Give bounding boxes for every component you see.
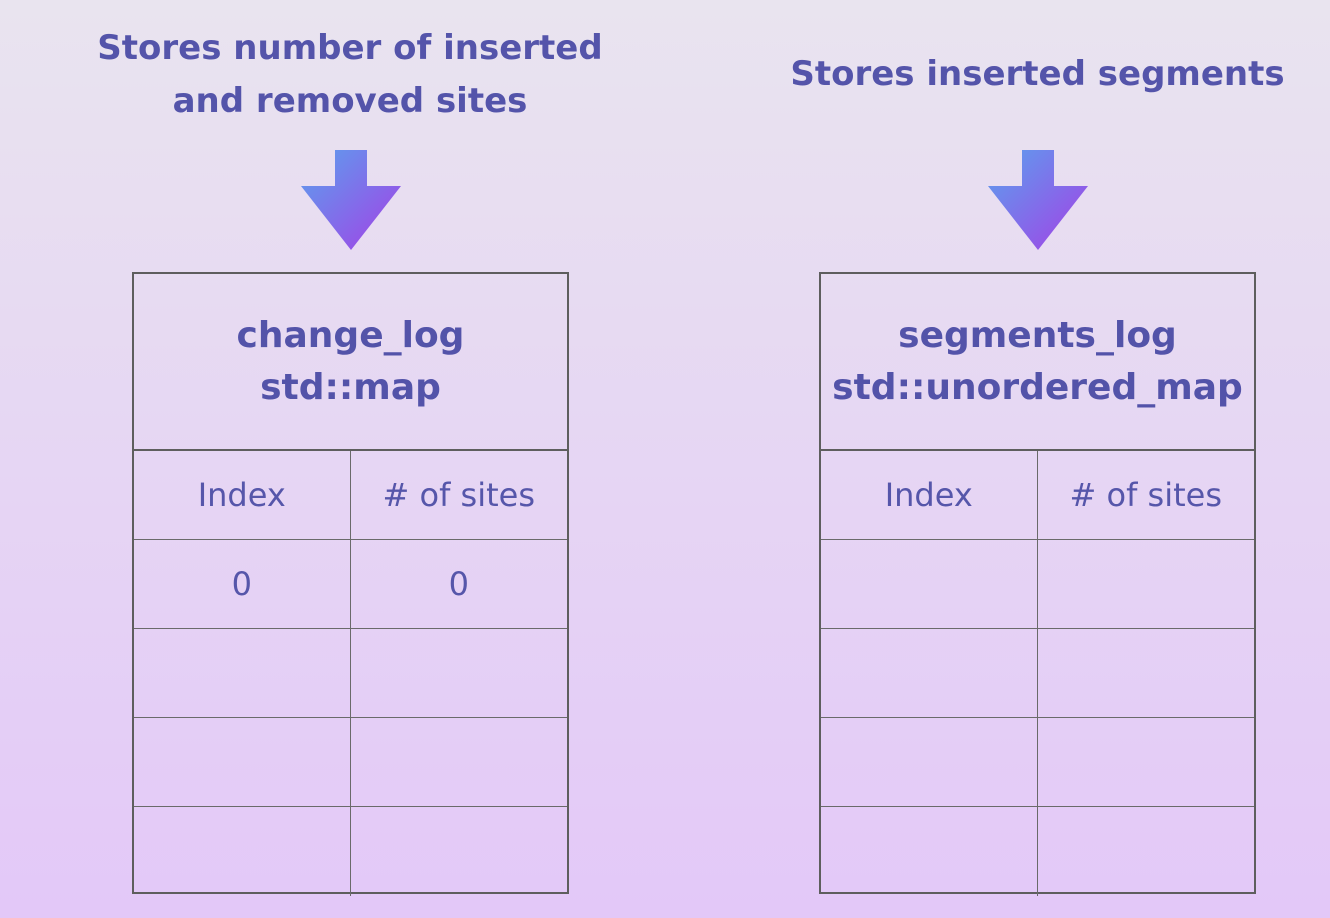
down-arrow-icon xyxy=(988,150,1088,250)
table-cell-sites xyxy=(1038,718,1255,806)
segments-log-table-title: segments_log std::unordered_map xyxy=(821,274,1254,451)
right-caption-line-1: Stores inserted segments xyxy=(790,54,1285,94)
table-cell-index xyxy=(821,629,1038,717)
table-cell-sites xyxy=(1038,807,1255,896)
table-cell-index xyxy=(821,540,1038,628)
column-header-index: Index xyxy=(821,451,1038,539)
change-log-name: change_log xyxy=(236,314,465,356)
table-cell-sites xyxy=(1038,540,1255,628)
table-cell-sites xyxy=(351,629,568,717)
segments-log-name: segments_log xyxy=(898,314,1177,356)
column-header-index: Index xyxy=(134,451,351,539)
change-log-column-headers: Index # of sites xyxy=(134,451,567,540)
left-caption: Stores number of inserted and removed si… xyxy=(60,22,640,128)
right-caption: Stores inserted segments xyxy=(760,48,1315,101)
change-log-type: std::map xyxy=(260,366,441,408)
table-row: 0 0 xyxy=(134,540,567,629)
segments-log-column-headers: Index # of sites xyxy=(821,451,1254,540)
table-row xyxy=(821,629,1254,718)
change-log-table: change_log std::map Index # of sites 0 0 xyxy=(132,272,569,896)
table-cell-index xyxy=(821,807,1038,896)
table-row xyxy=(134,807,567,896)
table-cell-index xyxy=(134,718,351,806)
segments-log-type: std::unordered_map xyxy=(832,366,1243,408)
change-log-table-title: change_log std::map xyxy=(134,274,567,451)
left-caption-line-1: Stores number of inserted xyxy=(97,28,603,68)
table-cell-sites xyxy=(1038,629,1255,717)
table-row xyxy=(134,629,567,718)
segments-log-table: segments_log std::unordered_map Index # … xyxy=(819,272,1256,896)
table-cell-index xyxy=(821,718,1038,806)
down-arrow-icon xyxy=(301,150,401,250)
column-header-sites: # of sites xyxy=(382,476,535,514)
table-row xyxy=(821,540,1254,629)
column-header-sites: # of sites xyxy=(1069,476,1222,514)
table-cell-index xyxy=(134,807,351,896)
left-caption-line-2: and removed sites xyxy=(172,81,528,121)
table-row xyxy=(134,718,567,807)
table-cell-index xyxy=(134,629,351,717)
table-row xyxy=(821,718,1254,807)
table-cell-sites: 0 xyxy=(448,565,469,603)
table-cell-sites xyxy=(351,807,568,896)
table-cell-index: 0 xyxy=(134,540,351,628)
table-cell-sites xyxy=(351,718,568,806)
table-row xyxy=(821,807,1254,896)
